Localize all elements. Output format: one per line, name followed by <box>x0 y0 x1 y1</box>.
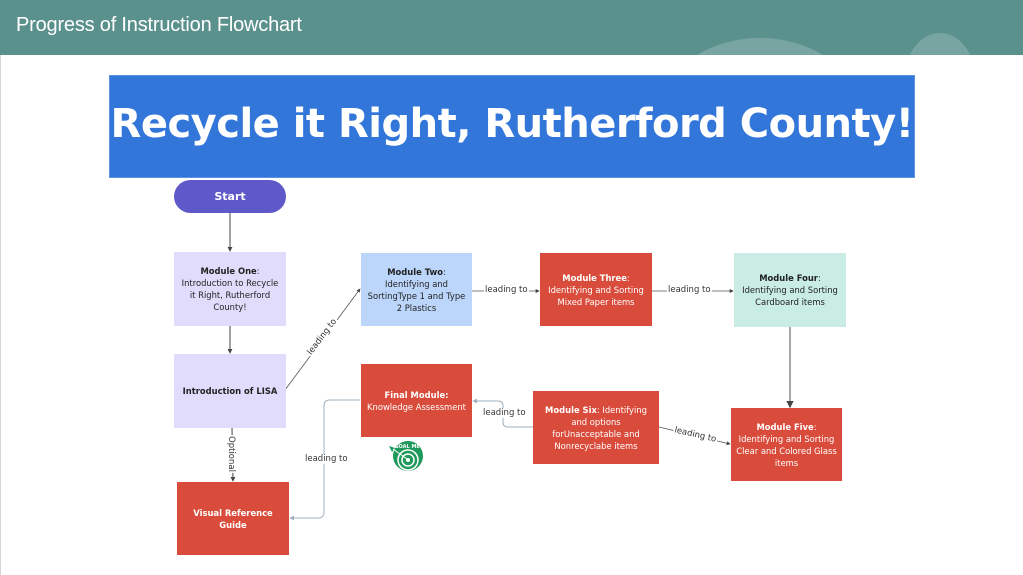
edge-label-module-six-to-final: leading to <box>482 408 527 418</box>
node-text: Module Six: Identifying and options forU… <box>538 404 654 452</box>
node-module-four[interactable]: Module Four: Identifying and Sorting Car… <box>734 253 846 327</box>
node-visual-reference-guide[interactable]: Visual Reference Guide <box>177 482 289 555</box>
edge-label-optional: Optional <box>225 435 236 473</box>
node-module-five[interactable]: Module Five: Identifying and Sorting Cle… <box>731 408 842 481</box>
node-title: Module One <box>200 266 257 276</box>
node-module-two[interactable]: Module Two: Identifying and SortingType … <box>361 253 472 326</box>
start-node[interactable]: Start <box>174 180 286 213</box>
node-title: Module Three <box>562 272 627 283</box>
node-module-six[interactable]: Module Six: Identifying and options forU… <box>533 391 659 464</box>
node-title: Visual Reference Guide <box>193 507 273 530</box>
edge-label-module-three-to-four: leading to <box>667 285 712 295</box>
node-module-three[interactable]: Module Three: Identifying and Sorting Mi… <box>540 253 652 326</box>
node-description: : Identifying and SortingType 1 and Type… <box>367 266 466 313</box>
header-bar: Progress of Instruction Flowchart <box>0 0 1023 55</box>
goal-met-badge-icon: GOAL MET! <box>389 441 426 471</box>
node-description: : Identifying and Sorting Mixed Paper it… <box>548 272 644 307</box>
node-module-one[interactable]: Module One: Introduction to Recycle it R… <box>174 252 286 326</box>
edge-label-guide-to-final: leading to <box>304 454 349 464</box>
node-description: : Identifying and options forUnacceptabl… <box>552 404 647 451</box>
node-title: Module Two <box>387 266 443 277</box>
node-description: Knowledge Assessment <box>367 401 466 412</box>
node-text: Module Three: Identifying and Sorting Mi… <box>545 272 647 308</box>
node-title: Introduction of LISA <box>182 386 278 396</box>
node-text: Module Five: Identifying and Sorting Cle… <box>736 421 837 469</box>
edge-label-module-two-to-three: leading to <box>484 285 529 295</box>
header-decoration-circle <box>905 33 975 55</box>
banner-title: Recycle it Right, Rutherford County! <box>110 100 914 147</box>
node-text: Module Two: Identifying and SortingType … <box>366 266 467 314</box>
badge-text: GOAL MET! <box>394 444 425 450</box>
node-title: Final Module: <box>384 389 449 400</box>
node-title: Module Five <box>756 421 814 432</box>
title-banner: Recycle it Right, Rutherford County! <box>109 75 915 178</box>
node-title: Module Four <box>759 273 818 283</box>
node-title: Module Six <box>545 404 597 415</box>
node-description: : Introduction to Recycle it Right, Ruth… <box>181 266 279 312</box>
slide-border <box>0 55 1 575</box>
node-introduction-of-lisa[interactable]: Introduction of LISA <box>174 354 286 428</box>
node-description: : Identifying and Sorting Clear and Colo… <box>736 421 837 468</box>
node-description: : Identifying and Sorting Cardboard item… <box>742 273 838 307</box>
page-title: Progress of Instruction Flowchart <box>16 14 302 36</box>
node-text: Module One: Introduction to Recycle it R… <box>179 265 281 313</box>
node-text: Module Four: Identifying and Sorting Car… <box>739 272 841 308</box>
node-final-module[interactable]: Final Module: Knowledge Assessment <box>361 364 472 437</box>
